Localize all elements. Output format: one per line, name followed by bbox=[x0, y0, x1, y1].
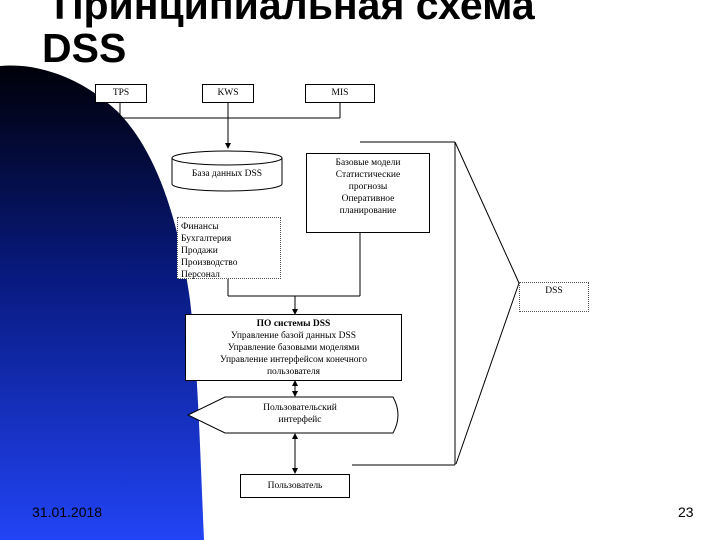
slide-title-line1: Принципиальная схема bbox=[54, 0, 535, 28]
business-areas-box: Финансы Бухгалтерия Продажи Производство… bbox=[177, 217, 281, 280]
software-line: Управление базой данных DSS bbox=[230, 331, 357, 341]
tps-box: TPS bbox=[95, 84, 147, 103]
mis-label: MIS bbox=[331, 88, 349, 98]
area-item: Персонал bbox=[181, 270, 220, 280]
software-line: Управление интерфейсом конечного bbox=[220, 355, 367, 365]
dss-software-box: ПО системы DSS Управление базой данных D… bbox=[185, 314, 402, 381]
software-line: Управление базовыми моделями bbox=[227, 343, 360, 353]
ui-line: Пользовательский bbox=[263, 403, 337, 413]
software-heading: ПО системы DSS bbox=[256, 319, 331, 329]
kws-box: KWS bbox=[202, 84, 254, 103]
slide-title-line2: DSS bbox=[42, 25, 127, 71]
area-item: Продажи bbox=[181, 246, 218, 256]
models-line: Оперативное bbox=[341, 194, 395, 204]
area-item: Производство bbox=[181, 258, 238, 268]
ui-line: интерфейс bbox=[278, 415, 322, 425]
models-line: прогнозы bbox=[348, 182, 388, 192]
area-item: Бухгалтерия bbox=[181, 234, 232, 244]
database-cylinder-icon bbox=[171, 150, 283, 192]
area-item: Финансы bbox=[181, 222, 219, 232]
tps-label: TPS bbox=[112, 88, 130, 98]
footer-page-number: 23 bbox=[678, 504, 694, 520]
dss-label: DSS bbox=[545, 286, 563, 296]
software-line: пользователя bbox=[266, 367, 321, 377]
kws-label: KWS bbox=[217, 88, 239, 98]
user-box: Пользователь bbox=[240, 474, 350, 498]
user-interface-label: Пользовательский интерфейс bbox=[225, 402, 375, 426]
models-line: Статистические bbox=[335, 170, 401, 180]
dss-label-box: DSS bbox=[519, 282, 589, 312]
mis-box: MIS bbox=[305, 84, 375, 103]
models-line: Базовые модели bbox=[335, 158, 401, 168]
models-line: планирование bbox=[339, 206, 397, 216]
database-label: База данных DSS bbox=[191, 169, 263, 179]
user-label: Пользователь bbox=[267, 481, 323, 491]
models-box: Базовые модели Статистические прогнозы О… bbox=[306, 153, 430, 233]
footer-date: 31.01.2018 bbox=[32, 504, 103, 520]
